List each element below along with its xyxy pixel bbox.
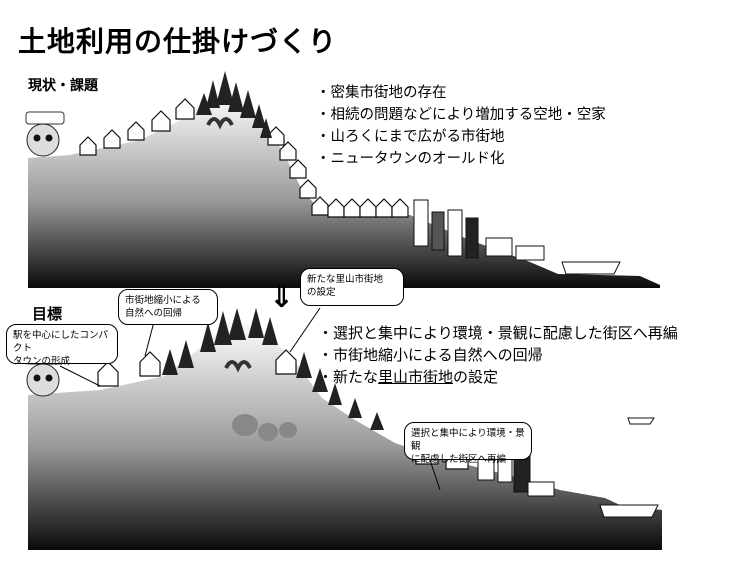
section-label-goal: 目標: [32, 305, 63, 323]
callout-reorg: 選択と集中により環境・景観に配慮した街区へ再編: [404, 422, 532, 465]
issue-item: ニュータウンのオールド化: [316, 148, 606, 170]
issue-item: 相続の問題などにより増加する空地・空家: [316, 104, 606, 126]
issues-list: 密集市街地の存在 相続の問題などにより増加する空地・空家 山ろくにまで広がる市街…: [316, 82, 606, 170]
goal-item: 選択と集中により環境・景観に配慮した街区へ再編: [318, 322, 678, 344]
goal-item: 市街地縮小による自然への回帰: [318, 344, 678, 366]
terrain-lower: [28, 320, 662, 550]
issue-item: 山ろくにまで広がる市街地: [316, 126, 606, 148]
callout-shrink: 市街地縮小による自然への回帰: [118, 289, 218, 325]
goal-item: 新たな里山市街地の設定: [318, 366, 678, 388]
transition-arrow: ⇓: [269, 280, 295, 315]
issue-item: 密集市街地の存在: [316, 82, 606, 104]
mascot-upper: [25, 111, 65, 157]
callout-compact: 駅を中心にしたコンパクトタウンの形成: [6, 324, 118, 367]
section-label-current: 現状・課題: [28, 78, 98, 94]
page-title: 土地利用の仕掛けづくり: [18, 25, 338, 58]
callout-satoyama: 新たな里山市街地の設定: [300, 268, 404, 306]
goals-list: 選択と集中により環境・景観に配慮した街区へ再編 市街地縮小による自然への回帰 新…: [318, 322, 678, 388]
terrain-upper: [28, 92, 660, 288]
